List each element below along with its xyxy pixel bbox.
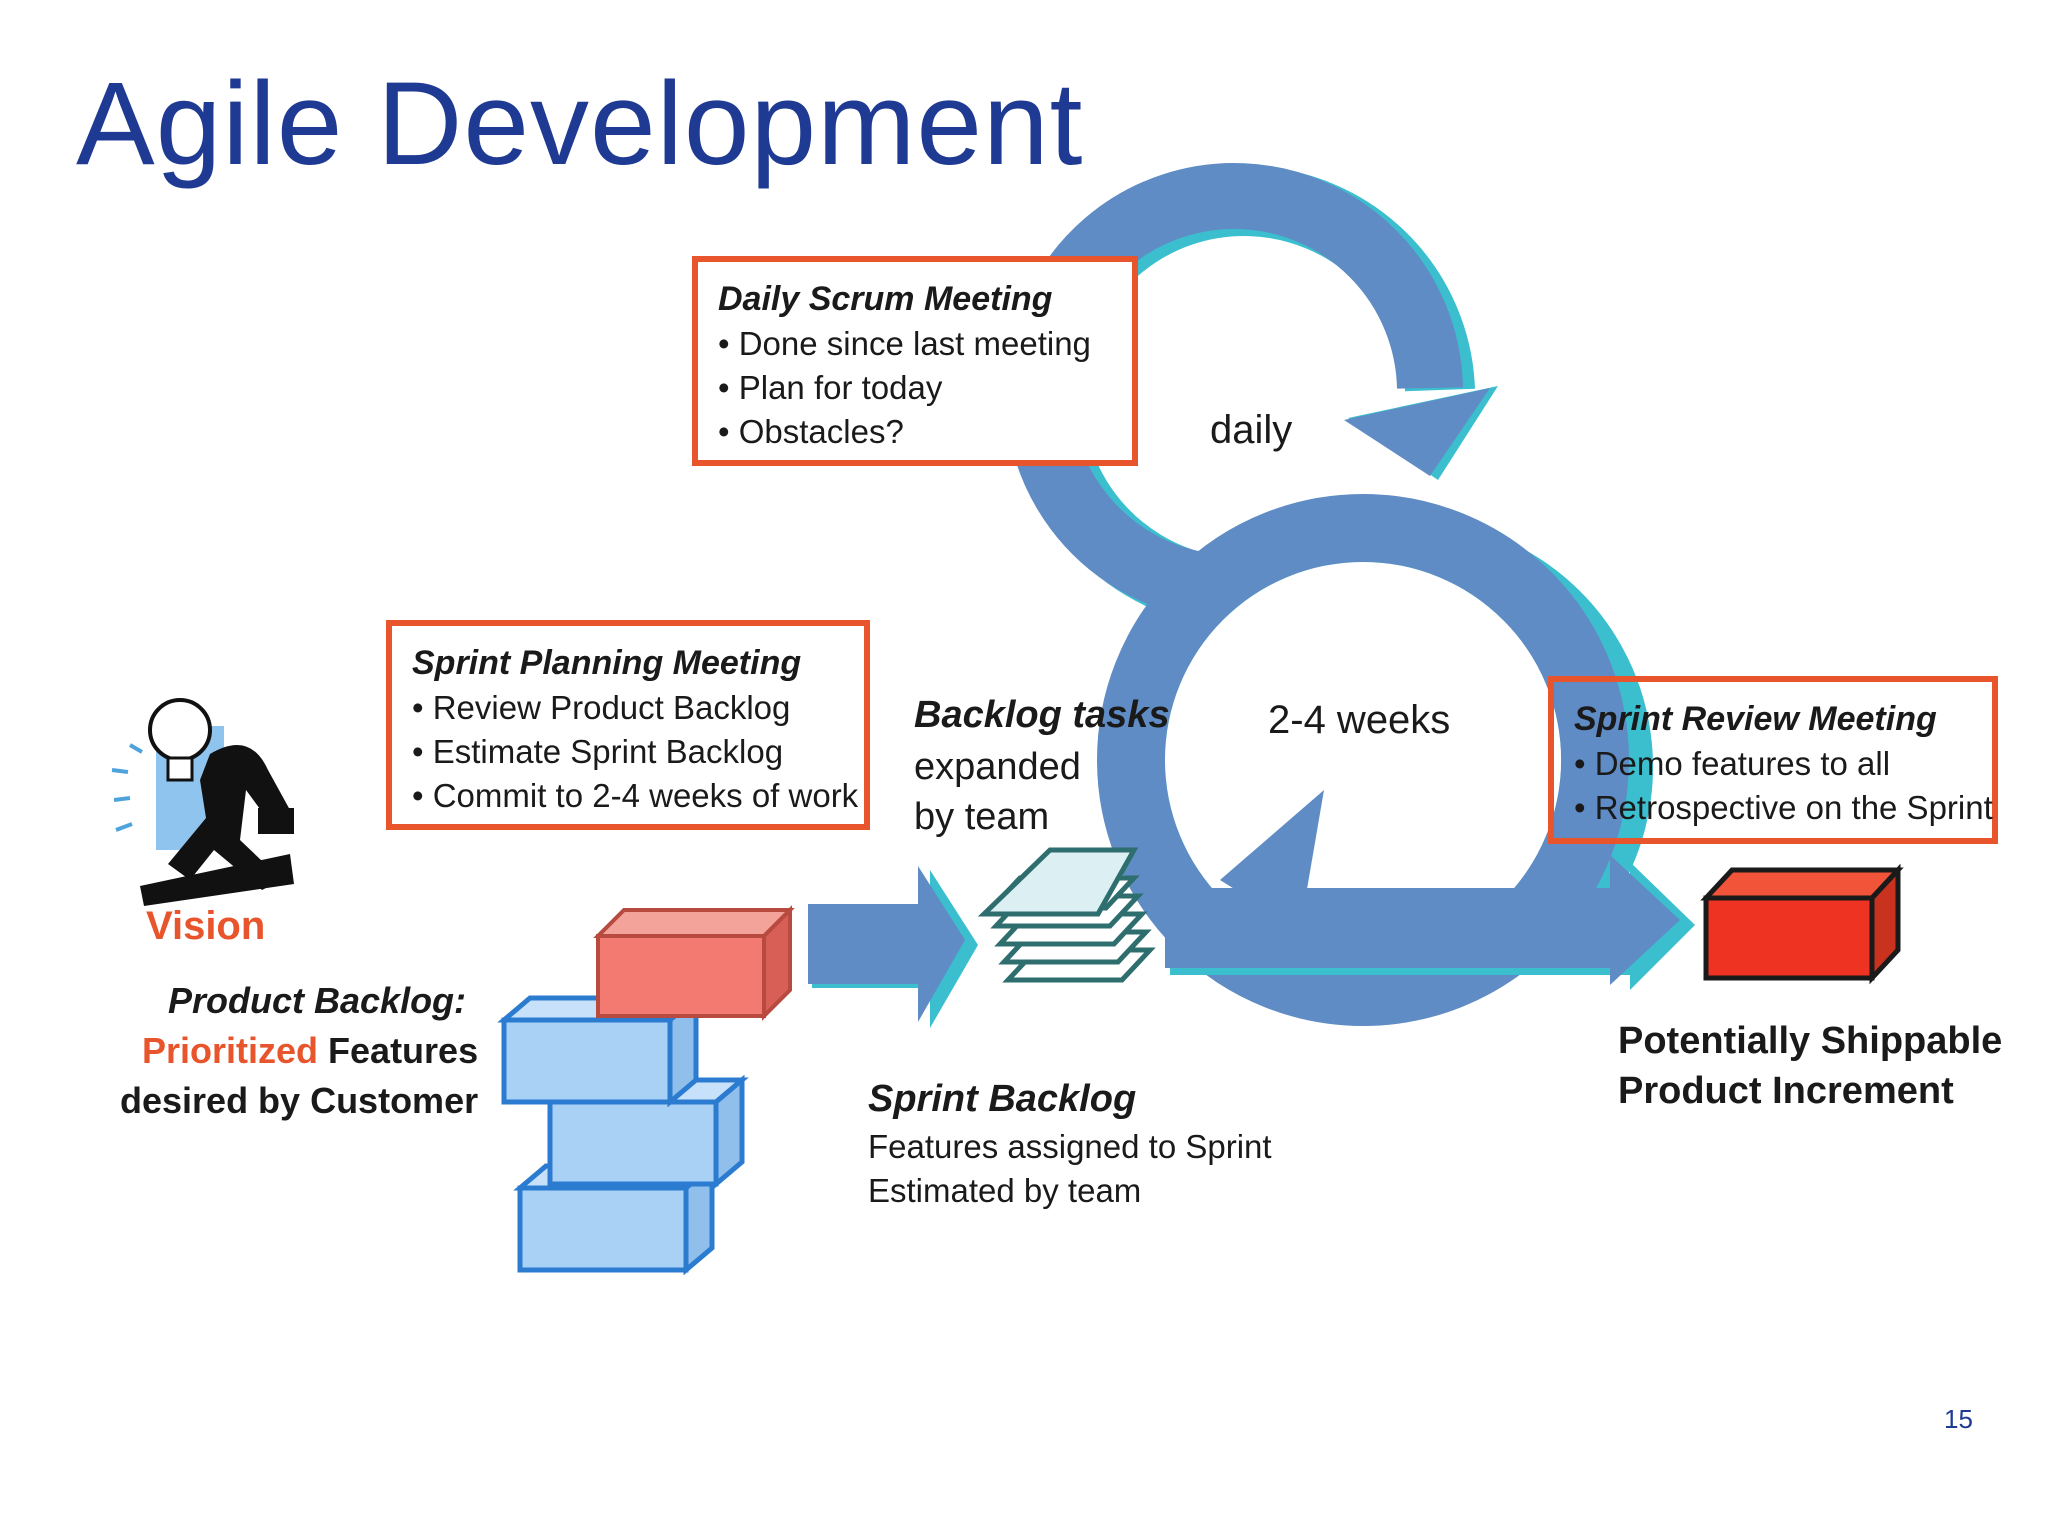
product-backlog-title: Product Backlog: [168, 980, 467, 1021]
sprint-review-item: • Retrospective on the Sprint [1574, 789, 1993, 826]
product-backlog-blocks-icon [497, 992, 749, 1276]
backlog-tasks-line3: by team [914, 796, 1050, 838]
flow-band [1165, 855, 1680, 985]
daily-loop-label: daily [1210, 408, 1293, 452]
sprint-planning-item: • Review Product Backlog [412, 689, 791, 726]
increment-line2: Product Increment [1618, 1070, 1954, 1112]
daily-loop-arrowhead-blue [1344, 388, 1490, 476]
product-backlog-line3: desired by Customer [120, 1080, 479, 1121]
increment-line1: Potentially Shippable [1618, 1020, 2003, 1062]
sprint-backlog-line2: Features assigned to Sprint [868, 1128, 1272, 1165]
backlog-tasks-heading: Backlog tasks [914, 694, 1170, 736]
backlog-arrow [808, 866, 965, 1022]
sprint-planning-item: • Estimate Sprint Backlog [412, 733, 784, 770]
backlog-tasks-line2: expanded [914, 746, 1081, 788]
page-number: 15 [1944, 1404, 1973, 1434]
daily-loop-arc [1005, 162, 1463, 618]
page-title: Agile Development [76, 58, 1084, 190]
prioritized-highlight: Prioritized [142, 1030, 319, 1071]
sprint-review-heading: Sprint Review Meeting [1574, 700, 1937, 738]
daily-scrum-heading: Daily Scrum Meeting [718, 280, 1053, 318]
sprint-backlog-heading: Sprint Backlog [868, 1078, 1137, 1120]
visionary-lightbulb-icon [111, 698, 294, 906]
sprint-review-box: Sprint Review Meeting • Demo features to… [1548, 676, 1998, 844]
sprint-planning-heading: Sprint Planning Meeting [412, 644, 802, 682]
sprint-planning-item: • Commit to 2-4 weeks of work [412, 777, 859, 814]
features-text: Features [318, 1030, 479, 1071]
daily-scrum-item: • Plan for today [718, 369, 943, 406]
daily-scrum-item: • Done since last meeting [718, 325, 1091, 362]
sprint-review-item: • Demo features to all [1574, 745, 1891, 782]
vision-label: Vision [146, 904, 266, 948]
daily-scrum-item: • Obstacles? [718, 413, 904, 450]
daily-scrum-box: Daily Scrum Meeting • Done since last me… [692, 256, 1138, 466]
sprint-loop-ring [1097, 494, 1629, 1026]
sprint-backlog-stack-icon [977, 847, 1156, 983]
sprint-loop-label: 2-4 weeks [1268, 698, 1451, 742]
product-increment-block-icon [1700, 863, 1904, 985]
sprint-planning-box: Sprint Planning Meeting • Review Product… [386, 620, 870, 830]
product-backlog-line2: Prioritized Features [142, 1030, 478, 1072]
sprint-backlog-line3: Estimated by team [868, 1172, 1142, 1209]
top-priority-block-icon [593, 905, 795, 1021]
